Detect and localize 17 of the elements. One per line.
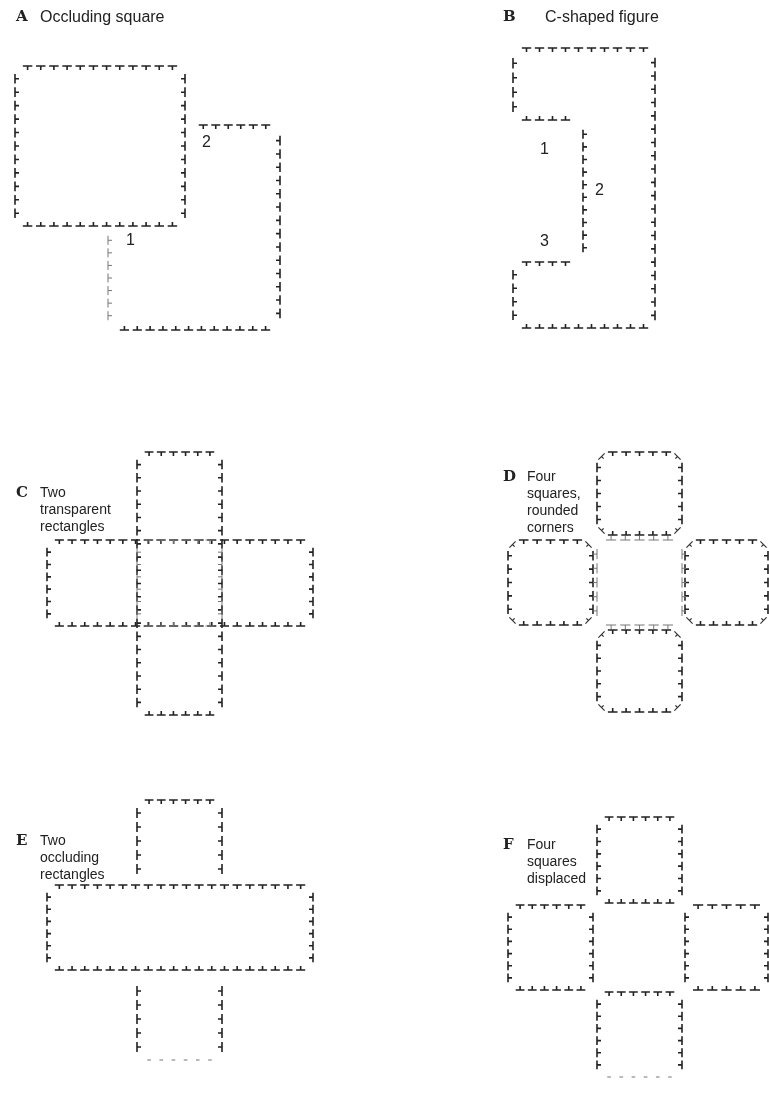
contour-number: 1 bbox=[540, 140, 549, 159]
panel-title: Four squares, rounded corners bbox=[527, 468, 582, 536]
panel-letter: C bbox=[16, 484, 28, 502]
panel-letter: F bbox=[503, 836, 514, 854]
panel-letter: A bbox=[16, 8, 28, 26]
panel-title: Two transparent rectangles bbox=[40, 484, 112, 535]
panel-title: Four squares displaced bbox=[527, 836, 588, 887]
contour-number: 1 bbox=[126, 231, 135, 250]
contour-number: 2 bbox=[595, 181, 604, 200]
panel-title: C-shaped figure bbox=[545, 8, 659, 27]
contour-number: 3 bbox=[540, 232, 549, 251]
panel-letter: B bbox=[503, 8, 516, 26]
panel-title: Two occluding rectangles bbox=[40, 832, 106, 883]
panel-letter: D bbox=[503, 468, 516, 486]
panel-letter: E bbox=[16, 832, 28, 850]
panel-title: Occluding square bbox=[40, 8, 165, 27]
contour-number: 2 bbox=[202, 133, 211, 152]
